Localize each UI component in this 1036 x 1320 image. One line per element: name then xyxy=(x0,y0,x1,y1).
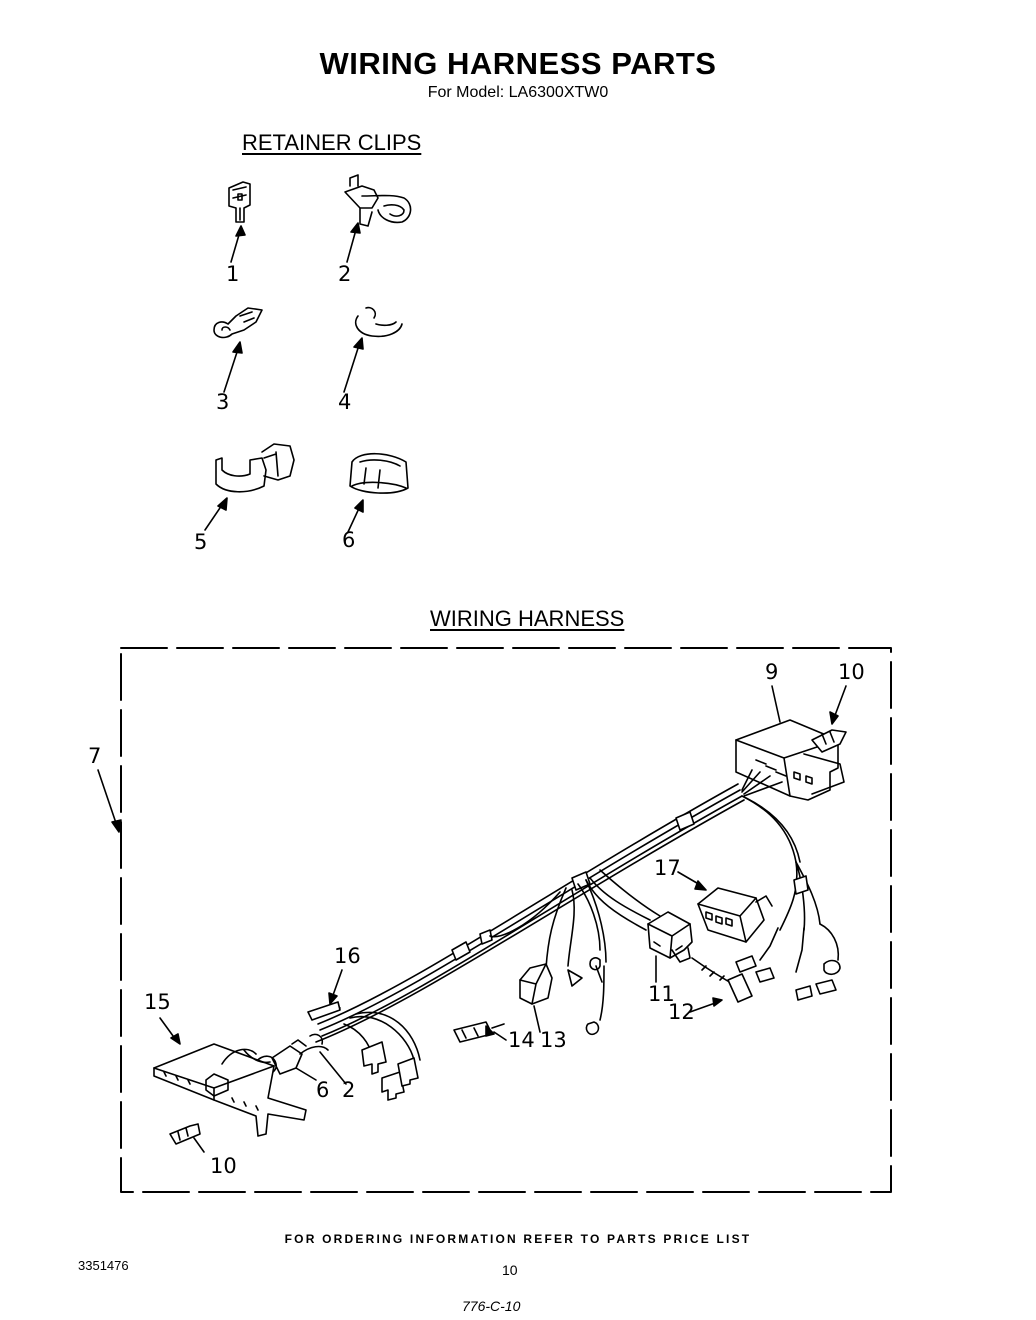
harness-sleeves xyxy=(451,811,695,961)
callout-15: 15 xyxy=(144,990,171,1014)
callout-clip-5: 5 xyxy=(194,530,208,554)
clip-5-arrow xyxy=(204,497,228,531)
ring-terminals xyxy=(585,957,605,1036)
page-title: WIRING HARNESS PARTS xyxy=(319,46,717,81)
callout-10-top: 10 xyxy=(838,660,865,684)
branch-wires-right xyxy=(741,795,840,973)
callout-clip-2: 2 xyxy=(338,262,352,286)
terminal-10-top xyxy=(811,685,847,753)
clip-2-arrow xyxy=(346,222,361,263)
clip-1-drawing xyxy=(228,181,251,223)
clip-3-arrow xyxy=(223,341,243,393)
callout-7-arrow xyxy=(97,769,122,833)
document-number: 3351476 xyxy=(78,1258,129,1273)
connector-15 xyxy=(153,1043,307,1137)
callout-9-leader xyxy=(771,685,781,723)
callout-12-arrow xyxy=(689,997,723,1013)
wiring-harness-heading: WIRING HARNESS xyxy=(430,606,625,631)
clip-4-arrow xyxy=(343,337,364,393)
component-11 xyxy=(647,911,693,983)
branch-wires-center xyxy=(585,869,661,931)
model-subtitle: For Model: LA6300XTW0 xyxy=(427,84,609,101)
callout-clip-4: 4 xyxy=(338,390,352,414)
clip-5-drawing xyxy=(215,443,295,493)
connector-17 xyxy=(697,887,773,943)
part-16 xyxy=(307,969,343,1021)
callout-17-arrow xyxy=(677,871,707,891)
handwritten-code: 776-C-10 xyxy=(462,1298,521,1314)
clip-2-drawing xyxy=(344,174,412,227)
callout-17: 17 xyxy=(654,856,681,880)
connector-9-wires xyxy=(741,769,783,797)
spade-terminals-right xyxy=(735,955,841,1001)
clip-4-drawing xyxy=(354,306,403,338)
page-number: 10 xyxy=(502,1262,518,1278)
callout-12: 12 xyxy=(668,1000,695,1024)
callout-16: 16 xyxy=(334,944,361,968)
retainer-clips-heading: RETAINER CLIPS xyxy=(242,130,422,155)
callout-13: 13 xyxy=(540,1028,567,1052)
callout-6-leader xyxy=(295,1067,317,1081)
left-u-clips xyxy=(361,1041,419,1101)
component-12 xyxy=(691,957,753,1003)
component-13 xyxy=(519,963,583,1033)
callout-clip-6: 6 xyxy=(342,528,356,552)
callout-6: 6 xyxy=(316,1078,330,1102)
callout-2-leader xyxy=(319,1051,347,1085)
clip-1-arrow xyxy=(230,225,246,263)
callout-7: 7 xyxy=(88,744,102,768)
harness-border xyxy=(120,647,892,1193)
callout-clip-3: 3 xyxy=(216,390,230,414)
clip-3-drawing xyxy=(213,307,263,339)
callout-9: 9 xyxy=(765,660,779,684)
callout-clip-1: 1 xyxy=(226,262,240,286)
ordering-info-note: FOR ORDERING INFORMATION REFER TO PARTS … xyxy=(284,1232,752,1246)
callout-10-bottom: 10 xyxy=(210,1154,237,1178)
callout-2: 2 xyxy=(342,1078,356,1102)
terminal-10-bottom xyxy=(169,1123,205,1153)
callout-15-arrow xyxy=(159,1017,181,1045)
clip-6-drawing xyxy=(349,452,409,494)
clip-6-arrow xyxy=(347,499,364,533)
callout-14: 14 xyxy=(508,1028,535,1052)
callout-11: 11 xyxy=(648,982,675,1006)
branch-wires-13-14 xyxy=(489,879,607,969)
terminal-14 xyxy=(453,1021,507,1043)
